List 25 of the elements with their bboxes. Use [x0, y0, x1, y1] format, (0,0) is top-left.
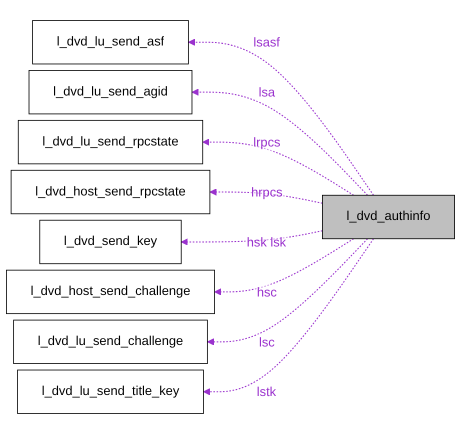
node-box: l_dvd_lu_send_title_key	[17, 370, 204, 414]
arrow	[180, 230, 322, 246]
arrow	[203, 238, 374, 396]
node-box: l_dvd_lu_send_agid	[28, 70, 192, 114]
node-box: l_dvd_host_send_rpcstate	[10, 170, 210, 214]
node-box: l_dvd_lu_send_challenge	[13, 320, 208, 364]
arrow	[202, 138, 354, 196]
arrow	[188, 38, 374, 196]
edge-label: hsk lsk	[246, 234, 286, 250]
arrow	[210, 188, 322, 204]
edge-label: hrpcs	[251, 184, 283, 200]
arrow	[207, 238, 368, 346]
node-box: l_dvd_lu_send_rpcstate	[18, 120, 204, 164]
node-box: l_dvd_lu_send_asf	[32, 20, 189, 64]
edge-label: lsasf	[253, 34, 280, 50]
node-box: l_dvd_authinfo	[322, 194, 455, 240]
arrow	[214, 238, 354, 296]
edge-label: lrpcs	[253, 134, 280, 150]
edge-label: hsc	[256, 284, 277, 300]
node-box: l_dvd_host_send_challenge	[6, 270, 215, 314]
node-box: l_dvd_send_key	[39, 220, 182, 264]
arrow	[192, 88, 368, 196]
edge-label: lsc	[258, 334, 275, 350]
edge-label: lsa	[258, 84, 276, 100]
edge-label: lstk	[256, 384, 276, 400]
